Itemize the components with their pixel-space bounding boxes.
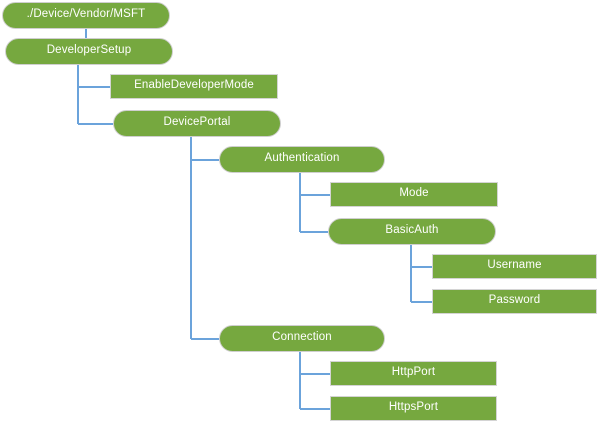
node-label-developer-setup: DeveloperSetup: [46, 44, 132, 57]
node-mode[interactable]: Mode: [330, 182, 498, 207]
node-enable-developer-mode[interactable]: EnableDeveloperMode: [110, 74, 278, 99]
node-device-portal[interactable]: DevicePortal: [113, 110, 281, 137]
node-username[interactable]: Username: [432, 254, 597, 279]
node-label-enable-developer-mode: EnableDeveloperMode: [134, 79, 254, 92]
node-password[interactable]: Password: [432, 289, 597, 314]
node-basic-auth[interactable]: BasicAuth: [328, 218, 496, 245]
node-connection[interactable]: Connection: [219, 325, 385, 352]
node-root[interactable]: ./Device/Vendor/MSFT: [2, 2, 170, 29]
node-label-authentication: Authentication: [264, 152, 340, 165]
node-https-port[interactable]: HttpsPort: [330, 396, 497, 421]
node-label-root: ./Device/Vendor/MSFT: [26, 8, 146, 21]
node-label-device-portal: DevicePortal: [163, 116, 231, 129]
node-http-port[interactable]: HttpPort: [330, 361, 497, 386]
node-label-connection: Connection: [272, 331, 332, 344]
node-developer-setup[interactable]: DeveloperSetup: [5, 38, 173, 65]
node-authentication[interactable]: Authentication: [219, 146, 385, 173]
node-label-password: Password: [488, 294, 541, 307]
node-label-http-port: HttpPort: [391, 366, 436, 379]
node-label-https-port: HttpsPort: [388, 401, 439, 414]
node-label-mode: Mode: [399, 187, 429, 200]
node-label-basic-auth: BasicAuth: [385, 224, 439, 237]
node-label-username: Username: [487, 259, 542, 272]
